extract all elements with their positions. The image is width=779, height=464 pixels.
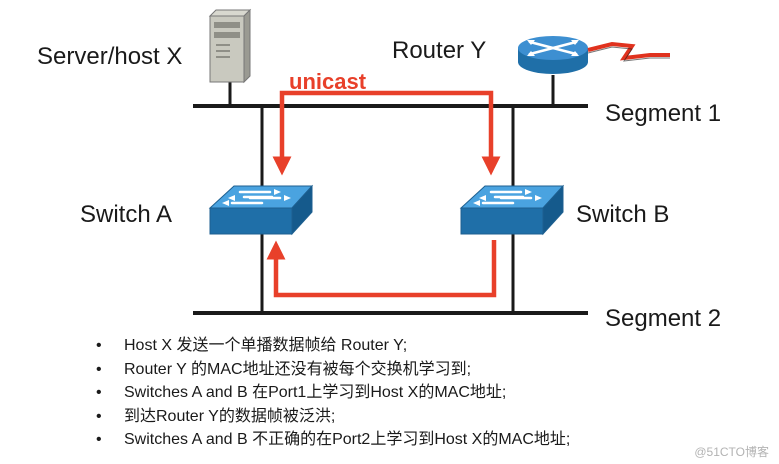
unicast-label: unicast bbox=[289, 69, 367, 94]
router-icon bbox=[518, 36, 588, 74]
note-item: 到达Router Y的数据帧被泛洪; bbox=[96, 405, 570, 429]
router-label: Router Y bbox=[392, 37, 487, 64]
watermark: @51CTO博客 bbox=[694, 445, 769, 459]
switch-b-icon bbox=[459, 184, 565, 236]
note-item: Router Y 的MAC地址还没有被每个交换机学习到; bbox=[96, 358, 570, 382]
segment-2-label: Segment 2 bbox=[605, 305, 722, 332]
notes-list: Host X 发送一个单播数据帧给 Router Y; Router Y 的MA… bbox=[96, 334, 570, 452]
wan-link bbox=[587, 41, 670, 61]
note-item: Host X 发送一个单播数据帧给 Router Y; bbox=[96, 334, 570, 358]
note-item: Switches A and B 不正确的在Port2上学习到Host X的MA… bbox=[96, 428, 570, 452]
note-item: Switches A and B 在Port1上学习到Host X的MAC地址; bbox=[96, 381, 570, 405]
unicast-flow-bottom bbox=[266, 240, 497, 298]
server-label: Server/host X bbox=[37, 43, 183, 70]
switch-b-label: Switch B bbox=[576, 201, 670, 228]
unicast-flow-top bbox=[272, 90, 501, 176]
switch-a-icon bbox=[208, 184, 314, 236]
switch-a-label: Switch A bbox=[80, 201, 173, 228]
server-icon bbox=[208, 8, 252, 84]
segment-1-label: Segment 1 bbox=[605, 100, 722, 127]
